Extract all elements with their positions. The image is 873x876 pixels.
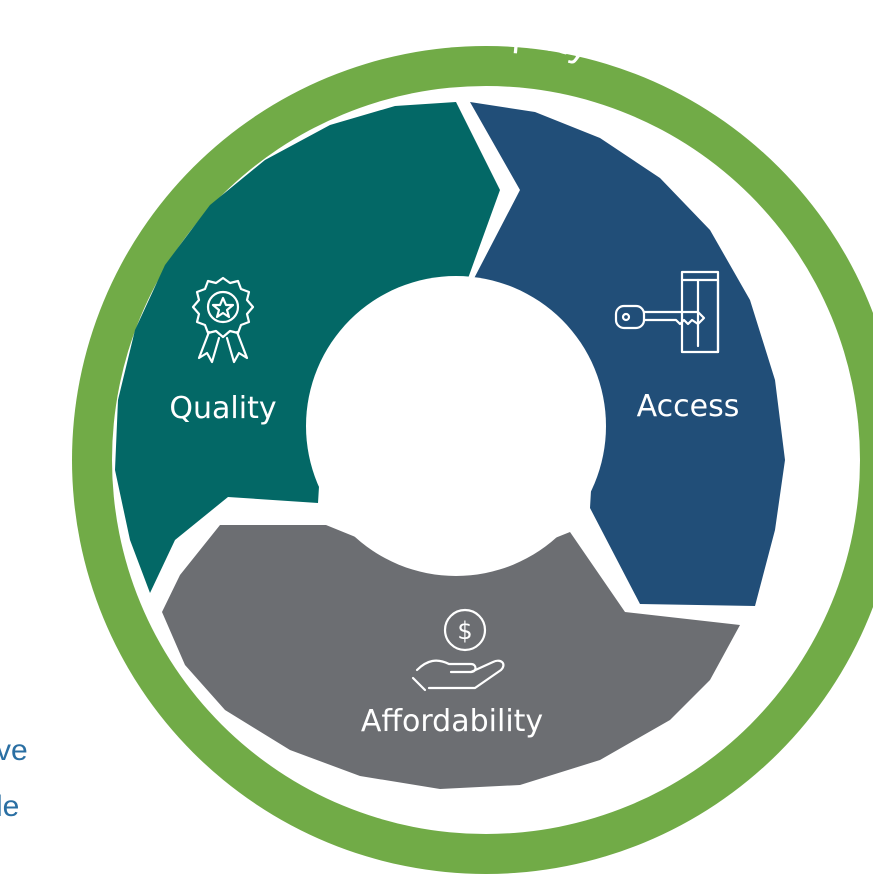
quality-segment[interactable] bbox=[115, 102, 500, 593]
svg-text:$: $ bbox=[457, 617, 472, 645]
access-segment[interactable] bbox=[468, 102, 785, 606]
access-label: Access bbox=[637, 389, 740, 424]
award-ribbon-icon bbox=[191, 276, 255, 364]
key-door-icon bbox=[614, 270, 720, 354]
affordability-segment[interactable] bbox=[162, 525, 740, 789]
hand-dollar-icon: $ bbox=[411, 608, 505, 692]
affordability-label: Affordability bbox=[361, 704, 543, 739]
side-text-line-1: ve bbox=[0, 734, 28, 767]
quality-label: Quality bbox=[169, 391, 276, 426]
center-hole bbox=[306, 276, 606, 576]
side-text-line-2: le bbox=[0, 790, 19, 823]
